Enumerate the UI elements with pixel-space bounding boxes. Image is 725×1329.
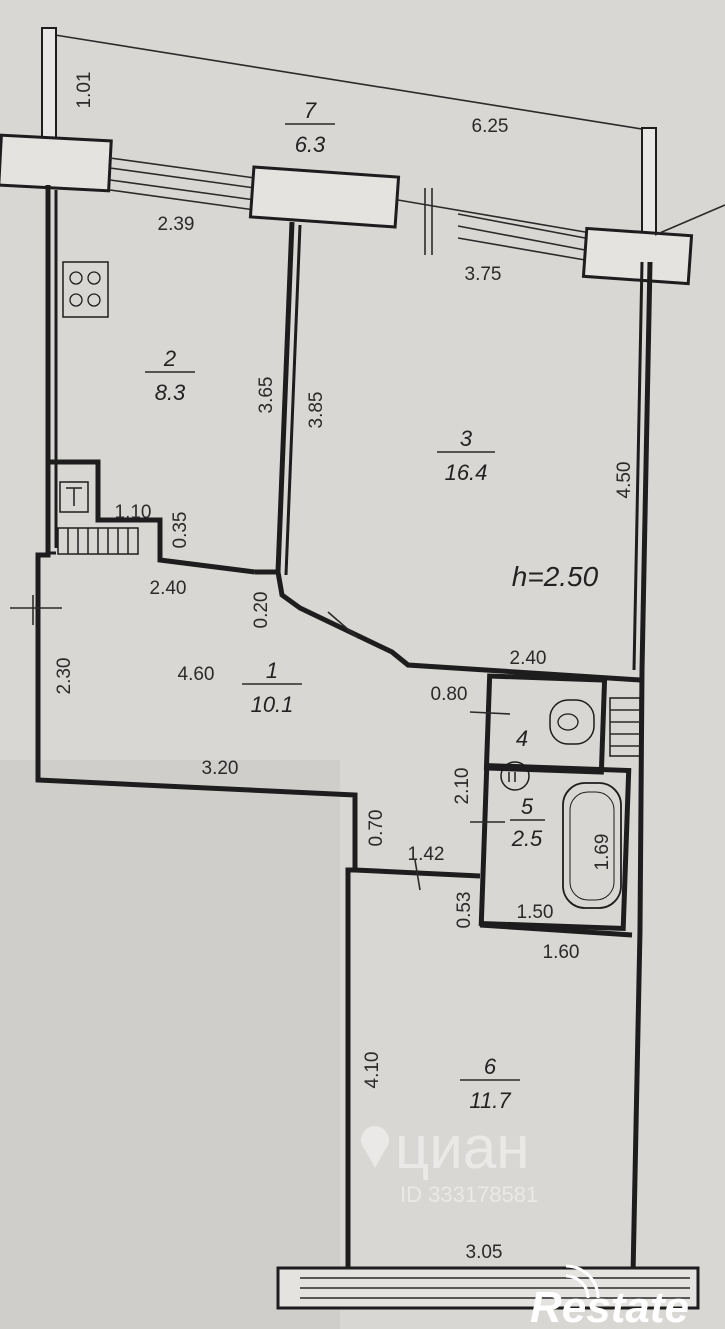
balcony [41, 27, 657, 239]
room-5-number: 5 [521, 794, 534, 819]
dim-hall-bottom: 3.20 [202, 758, 239, 779]
room-7-number: 7 [304, 98, 317, 123]
toilet-icon [549, 699, 595, 745]
bottom-wall [276, 1266, 700, 1310]
outer-walls [35, 185, 653, 1276]
room-3-number: 3 [460, 426, 473, 451]
dim-corridor-w: 1.42 [408, 844, 445, 865]
dim-room3-left: 3.85 [306, 392, 327, 429]
dim-kitchen-nook-h: 0.35 [170, 512, 191, 549]
dim-balcony-length: 6.25 [472, 116, 509, 137]
dim-hall-left: 2.30 [54, 658, 75, 695]
outside-area [0, 760, 340, 1329]
radiator-icon [57, 527, 139, 555]
bathtub-icon [562, 782, 622, 909]
brand-logo: Restate [530, 1264, 689, 1329]
dim-kitchen-top: 2.39 [158, 214, 195, 235]
dim-wc-width: 0.80 [431, 684, 468, 705]
dim-room6-left: 4.10 [362, 1052, 383, 1089]
dim-room3-top: 3.75 [465, 264, 502, 285]
watermark-text: циан [395, 1114, 529, 1181]
dim-bath-gap: 0.53 [454, 892, 475, 929]
interior-walls [48, 221, 641, 938]
room-7-area: 6.3 [295, 132, 326, 157]
dim-corridor-gap: 0.70 [366, 810, 387, 847]
dim-kitchen-nook-w: 1.10 [115, 502, 152, 523]
dim-room3-bottom: 2.40 [510, 648, 547, 669]
watermark-id: ID 333178581 [400, 1182, 538, 1207]
brand-name: Restate [530, 1283, 689, 1329]
radiator-wc-icon [609, 697, 641, 757]
room-6-number: 6 [484, 1054, 497, 1079]
dim-hall-length: 4.60 [178, 664, 215, 685]
dim-room6-top: 1.60 [543, 942, 580, 963]
room-2-number: 2 [163, 346, 176, 371]
stove-icon [62, 261, 109, 318]
watermark-pin-icon [361, 1126, 389, 1168]
fraction-lines [145, 123, 545, 1081]
room-2-area: 8.3 [155, 380, 186, 405]
dim-hall-step: 0.20 [251, 592, 272, 629]
dim-balcony-depth: 1.01 [74, 72, 95, 109]
ceiling-height-label: h=2.50 [512, 561, 599, 592]
dim-bath-inner-h: 1.69 [592, 834, 613, 871]
room-4-number: 4 [516, 726, 528, 751]
dim-room6-bottom: 3.05 [466, 1242, 503, 1263]
room-6-area: 11.7 [469, 1088, 511, 1113]
dim-bath-w: 1.50 [517, 902, 554, 923]
room-1-area: 10.1 [251, 692, 294, 717]
dim-corridor-h: 2.10 [452, 768, 473, 805]
dim-kitchen-bottom: 2.40 [150, 578, 187, 599]
dim-kitchen-right: 3.65 [256, 377, 277, 414]
room-1-number: 1 [266, 658, 278, 683]
top-wall [0, 133, 725, 286]
door-marks [10, 595, 511, 891]
washbasin-icon [500, 761, 530, 791]
room-5-area: 2.5 [511, 826, 543, 851]
room-3-area: 16.4 [445, 460, 488, 485]
dim-room3-right: 4.50 [614, 462, 635, 499]
sink-icon [59, 481, 89, 513]
